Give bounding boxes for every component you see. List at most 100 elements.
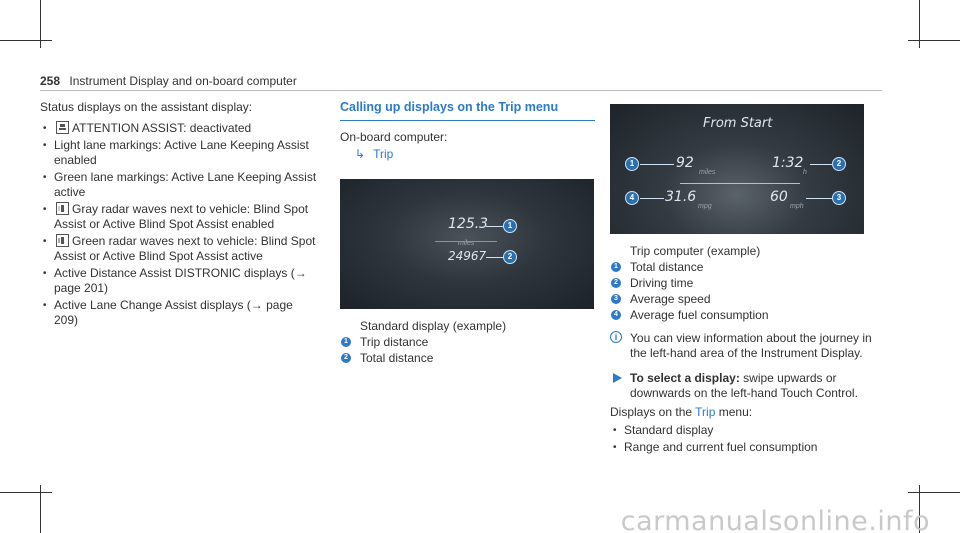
legend-text: Total distance (630, 260, 704, 274)
attention-assist-icon (56, 121, 69, 134)
action-label: To select a display: (630, 371, 740, 385)
crop-mark (919, 0, 920, 48)
callout-2: 2 (832, 157, 846, 171)
callout-1: 1 (503, 219, 517, 233)
legend-item: 3 Average speed (610, 292, 875, 307)
step-arrow-icon (613, 373, 622, 383)
callout-3: 3 (832, 191, 846, 205)
distance-value: 92 (676, 155, 694, 171)
figure-caption: Standard display (example) (360, 319, 507, 333)
legend-text: Driving time (630, 276, 694, 290)
column-trip-menu: Calling up displays on the Trip menu On-… (340, 100, 595, 366)
list-item: •Standard display (613, 423, 714, 437)
info-icon: i (610, 331, 622, 343)
legend-text: Total distance (360, 351, 434, 365)
legend-item: 2 Driving time (610, 276, 875, 291)
page-number: 258 (40, 74, 61, 88)
standard-display-screen: 125.3 miles 24967 1 2 (340, 179, 594, 309)
list-item-text: Range and current fuel consumption (624, 440, 818, 454)
distance-unit: miles (699, 169, 716, 176)
legend-number: 4 (611, 310, 621, 320)
legend-number: 1 (341, 337, 351, 347)
action-step: To select a display: swipe upwards or do… (610, 371, 875, 401)
onboard-label: On-board computer: (340, 130, 448, 144)
callout-line (486, 257, 504, 258)
list-item-text: Green radar waves next to vehicle: Blind… (54, 234, 316, 263)
note-text: You can view information about the journ… (630, 331, 872, 360)
column-trip-computer: From Start 1 92 miles 1:32 h 2 4 31.6 mp… (610, 104, 875, 457)
crop-mark (40, 485, 41, 533)
list-item: •Gray radar waves next to vehicle: Blind… (43, 202, 309, 231)
consumption-unit: mpg (698, 203, 712, 210)
legend-text: Average fuel consumption (630, 308, 769, 322)
list-item-text[interactable]: Active Distance Assist DISTRONIC display… (54, 266, 307, 295)
section-rule (340, 120, 595, 121)
legend-number: 2 (611, 278, 621, 288)
consumption-value: 31.6 (665, 189, 697, 205)
displays-suffix: menu: (715, 405, 753, 419)
driving-time-unit: h (803, 169, 807, 176)
legend-number: 2 (341, 353, 351, 363)
trip-menu-link[interactable]: Trip (695, 405, 716, 419)
list-item: •Active Lane Change Assist displays (→ p… (43, 298, 293, 327)
status-intro: Status displays on the assistant display… (40, 100, 253, 114)
legend-number: 3 (611, 294, 621, 304)
total-distance-value: 24967 (448, 249, 487, 263)
legend-text: Average speed (630, 292, 711, 306)
displays-prefix: Displays on the (610, 405, 696, 419)
callout-line (640, 164, 674, 165)
trip-distance-value: 125.3 (448, 216, 489, 232)
crop-mark (40, 0, 41, 48)
list-item-text: Standard display (624, 423, 714, 437)
callout-4: 4 (625, 191, 639, 205)
trip-computer-screen: From Start 1 92 miles 1:32 h 2 4 31.6 mp… (610, 104, 864, 234)
legend-item: 1 Total distance (610, 260, 875, 275)
list-item-text[interactable]: Active Lane Change Assist displays (→ pa… (54, 298, 293, 327)
crop-mark (0, 492, 52, 493)
callout-line (806, 198, 832, 199)
callout-1: 1 (625, 157, 639, 171)
list-item: •Range and current fuel consumption (613, 440, 818, 454)
list-item: •Green lane markings: Active Lane Keepin… (43, 170, 317, 199)
crop-mark (919, 485, 920, 533)
driving-time-value: 1:32 (772, 155, 804, 171)
radar-waves-gray-icon (56, 202, 69, 215)
list-item: •Active Distance Assist DISTRONIC displa… (43, 266, 307, 295)
legend-text: Trip distance (360, 335, 429, 349)
column-status-displays: Status displays on the assistant display… (40, 100, 320, 330)
watermark: carmanualsonline.info (620, 506, 930, 533)
displays-intro: Displays on the Trip menu: (610, 405, 875, 420)
radar-waves-green-icon (56, 234, 69, 247)
page-header: 258 Instrument Display and on-board comp… (40, 74, 297, 89)
info-note: i You can view information about the jou… (610, 331, 875, 361)
callout-2: 2 (503, 250, 517, 264)
status-list: •ATTENTION ASSIST: deactivated •Light la… (40, 121, 320, 328)
legend-item: 2 Total distance (340, 351, 595, 366)
displays-list: •Standard display •Range and current fue… (610, 423, 875, 455)
nav-trip-link[interactable]: Trip (373, 147, 394, 161)
legend-item: 1 Trip distance (340, 335, 595, 350)
nav-path: ↳ Trip (340, 147, 595, 162)
list-item-text: Gray radar waves next to vehicle: Blind … (54, 202, 309, 231)
section-title: Calling up displays on the Trip menu (340, 100, 559, 114)
legend-number: 1 (611, 262, 621, 272)
list-item: •Light lane markings: Active Lane Keepin… (43, 138, 309, 167)
divider-line (680, 183, 800, 184)
header-rule (40, 90, 882, 91)
crop-mark (908, 40, 960, 41)
list-item-text: Light lane markings: Active Lane Keeping… (54, 138, 309, 167)
callout-line (640, 198, 664, 199)
chapter-title: Instrument Display and on-board computer (69, 74, 297, 88)
legend-item: 4 Average fuel consumption (610, 308, 875, 323)
crop-mark (0, 40, 52, 41)
trip-distance-unit: miles (458, 240, 475, 247)
action-text: swipe upwards or downwards on the left-h… (630, 371, 858, 400)
callout-line (810, 164, 832, 165)
speed-unit: mph (790, 203, 804, 210)
divider-line (435, 241, 497, 242)
list-item: •Green radar waves next to vehicle: Blin… (43, 234, 316, 263)
nav-arrow-icon: ↳ (355, 147, 366, 161)
screen-title: From Start (703, 116, 773, 131)
list-item: •ATTENTION ASSIST: deactivated (43, 121, 252, 135)
list-item-text: Green lane markings: Active Lane Keeping… (54, 170, 317, 199)
